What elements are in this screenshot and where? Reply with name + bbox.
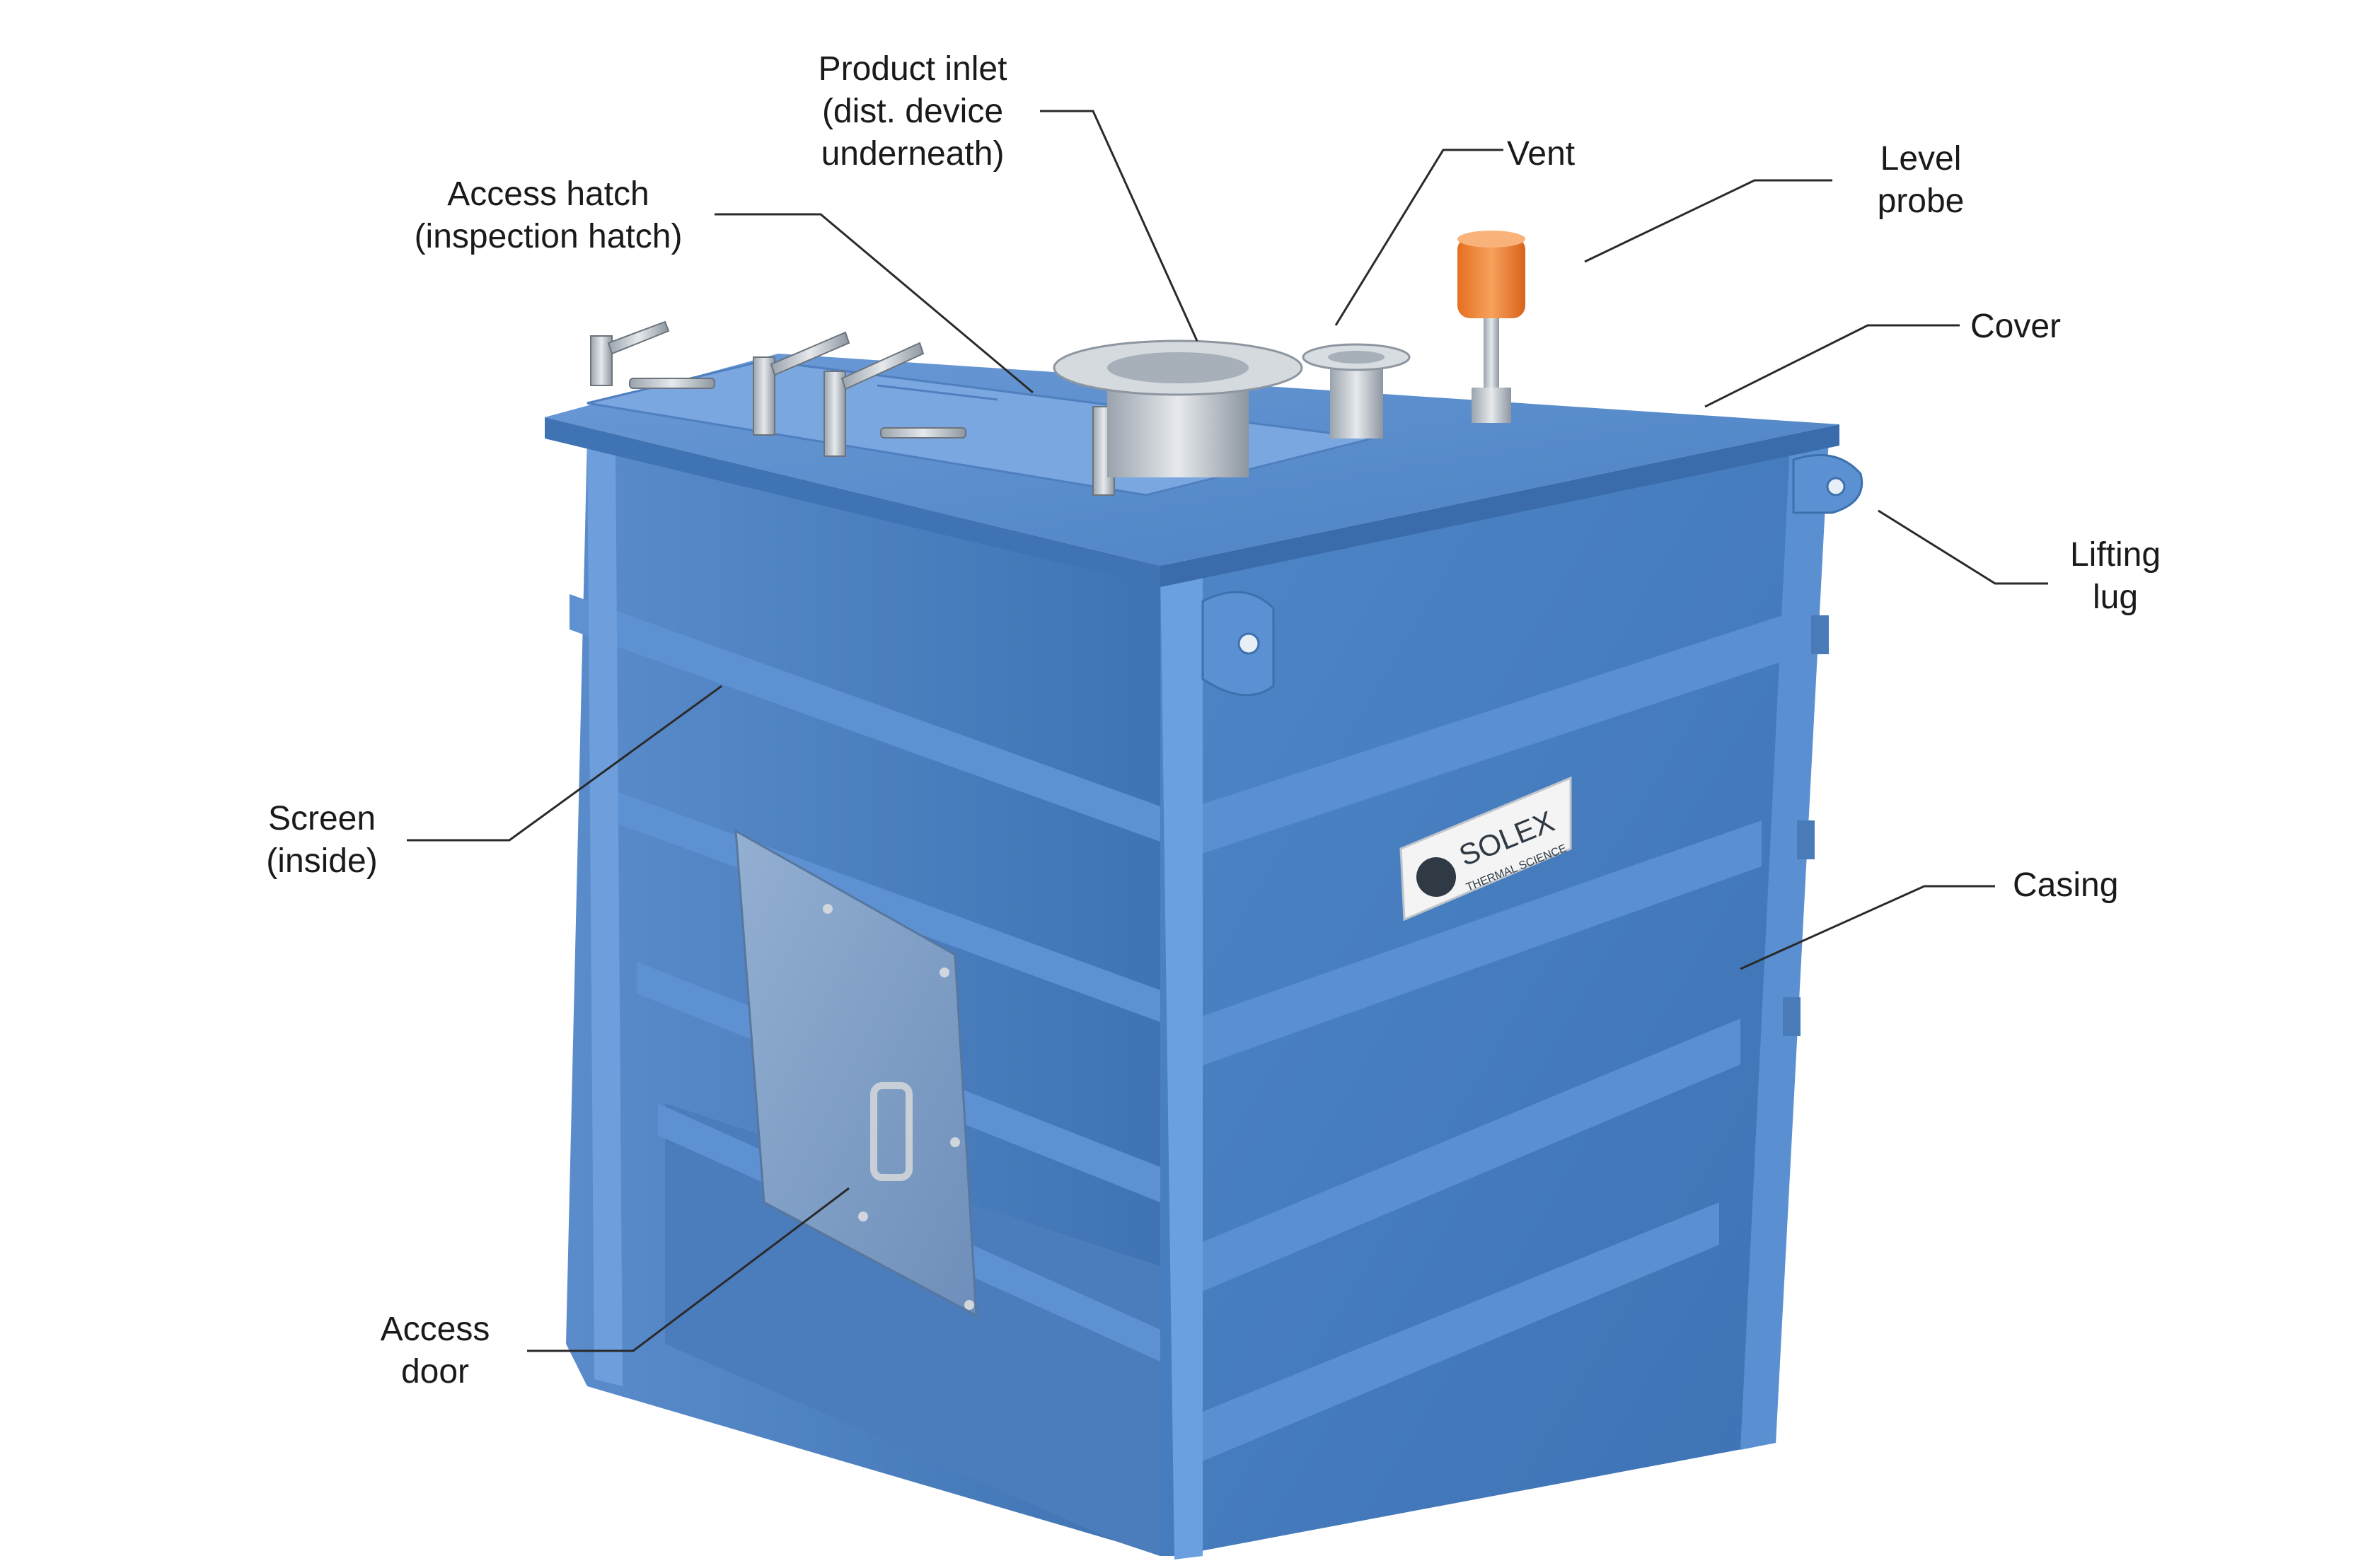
callout-access-hatch-line-1: Access hatch <box>447 175 649 213</box>
callout-product-inlet: Product inlet (dist. device underneath) <box>785 48 1040 175</box>
leader-casing <box>1740 885 1995 970</box>
callout-screen: Screen (inside) <box>241 798 403 883</box>
casing-right-face <box>1160 439 1829 1560</box>
access-door <box>734 829 978 1318</box>
product-inlet-flange <box>1053 339 1303 477</box>
callout-casing: Casing <box>2013 864 2154 907</box>
callout-casing-line-1: Casing <box>2013 866 2119 904</box>
solex-wave-logo-icon <box>1416 857 1456 897</box>
callout-level-probe-line-2: probe <box>1877 182 1965 220</box>
solex-nameplate <box>1399 776 1572 922</box>
leader-level-probe <box>1584 179 1832 263</box>
callout-vent-line-1: Vent <box>1507 135 1576 173</box>
leader-access-door <box>527 1187 850 1352</box>
callout-screen-line-1: Screen <box>267 800 376 837</box>
callout-level-probe-line-1: Level <box>1880 140 1962 178</box>
callout-product-inlet-line-1: Product inlet <box>818 50 1007 88</box>
lifting-lugs <box>1201 453 1863 697</box>
callout-vent: Vent <box>1507 133 1613 175</box>
callout-access-door-line-1: Access <box>380 1311 490 1348</box>
callout-lifting-lug-line-2: lug <box>2092 579 2139 616</box>
callout-product-inlet-line-3: underneath) <box>821 135 1005 173</box>
callout-cover: Cover <box>1970 306 2112 348</box>
callout-cover-line-1: Cover <box>1970 308 2062 345</box>
callout-product-inlet-line-2: (dist. device <box>821 93 1004 130</box>
callout-screen-line-2: (inside) <box>266 842 378 880</box>
callout-access-door-line-2: door <box>400 1353 470 1390</box>
callout-level-probe: Level probe <box>1839 138 2002 223</box>
vent-nozzle <box>1302 343 1411 439</box>
leader-cover <box>1704 324 1960 408</box>
callout-lifting-lug-line-1: Lifting <box>2069 536 2161 574</box>
clamp-1 <box>590 320 670 386</box>
leader-lifting-lug <box>1878 509 2048 585</box>
clamp-2 <box>753 331 850 436</box>
callout-access-door: Access door <box>350 1308 520 1393</box>
leader-screen <box>407 685 722 842</box>
leader-vent <box>1334 149 1503 326</box>
leader-product-inlet <box>1040 110 1198 342</box>
leader-access-hatch <box>715 213 1034 394</box>
level-probe-assembly <box>1457 231 1525 423</box>
callout-access-hatch: Access hatch (inspection hatch) <box>386 173 711 258</box>
callout-lifting-lug: Lifting lug <box>2038 534 2193 619</box>
callout-access-hatch-line-2: (inspection hatch) <box>414 218 683 255</box>
clamp-3 <box>823 342 925 457</box>
